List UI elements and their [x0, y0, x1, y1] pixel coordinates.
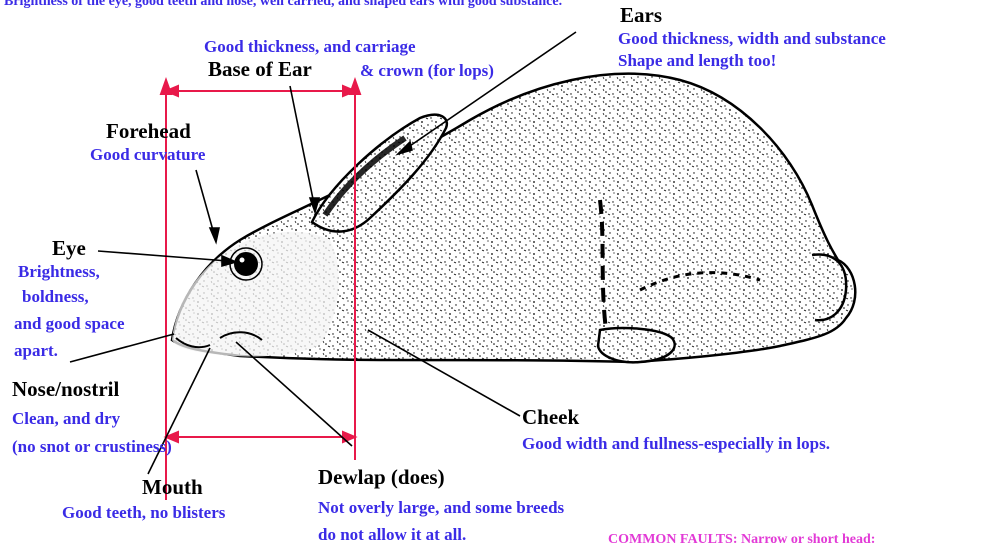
mouth-label: Mouth: [142, 476, 203, 498]
nose-desc-line2: (no snot or crustiness): [12, 436, 172, 458]
rabbit-eye: [234, 252, 258, 276]
eye-desc-line2: boldness,: [22, 286, 89, 308]
mouth-desc: Good teeth, no blisters: [62, 502, 225, 524]
dewlap-label: Dewlap (does): [318, 466, 445, 488]
forehead-desc: Good curvature: [90, 144, 205, 166]
base-of-ear-label: Base of Ear: [208, 58, 312, 80]
common-faults-text: COMMON FAULTS: Narrow or short head:: [608, 532, 875, 548]
forehead-label: Forehead: [106, 120, 191, 142]
dewlap-desc-line2: do not allow it at all.: [318, 524, 466, 546]
eye-desc-line1: Brightness,: [18, 261, 100, 283]
eye-desc-line4: apart.: [14, 340, 58, 362]
top-cut-text: Brightness of the eye, good teeth and no…: [4, 0, 562, 9]
ears-label: Ears: [620, 4, 662, 26]
base-of-ear-desc-line1: Good thickness, and carriage: [204, 36, 416, 58]
ears-desc-line1: Good thickness, width and substance: [618, 28, 886, 50]
eye-label: Eye: [52, 237, 86, 259]
dewlap-desc-line1: Not overly large, and some breeds: [318, 497, 564, 519]
cheek-desc: Good width and fullness-especially in lo…: [522, 433, 830, 455]
nose-label: Nose/nostril: [12, 378, 119, 400]
base-of-ear-desc-line2: & crown (for lops): [360, 60, 494, 82]
eye-desc-line3: and good space: [14, 313, 125, 335]
ears-desc-line2: Shape and length too!: [618, 50, 776, 72]
cheek-label: Cheek: [522, 406, 579, 428]
rabbit-paw: [598, 328, 675, 362]
nose-desc-line1: Clean, and dry: [12, 408, 120, 430]
